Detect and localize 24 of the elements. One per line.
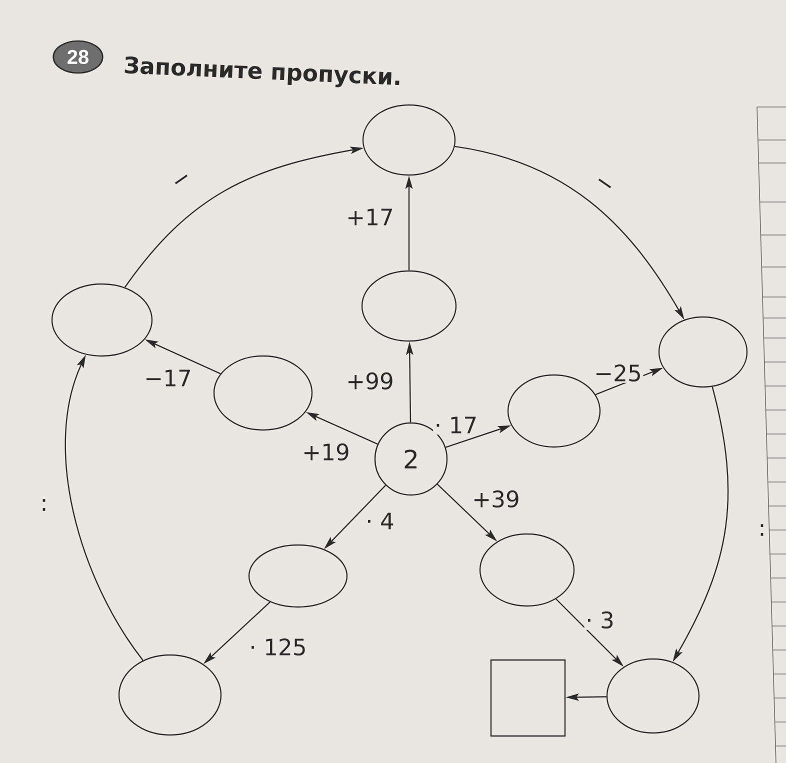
edge-label: · 17 bbox=[433, 415, 479, 435]
edge-label: +99 bbox=[344, 371, 396, 391]
edge-label: +19 bbox=[300, 442, 352, 462]
title: Заполните пропуски. bbox=[124, 56, 400, 88]
blank-ellipse bbox=[479, 533, 575, 607]
blank-ellipse bbox=[606, 658, 700, 734]
edge-label: − bbox=[171, 171, 195, 193]
edge-label: +17 bbox=[344, 207, 396, 227]
edge-label: · 3 bbox=[584, 610, 616, 630]
number-badge: 28 bbox=[52, 40, 104, 74]
edge-label: − bbox=[591, 175, 615, 197]
blank-ellipse bbox=[51, 283, 153, 357]
blank-ellipse bbox=[361, 270, 457, 342]
blank-ellipse bbox=[362, 104, 456, 176]
blank-ellipse bbox=[658, 316, 748, 388]
edge-label: −25 bbox=[592, 363, 644, 383]
blank-ellipse bbox=[118, 654, 222, 736]
blank-ellipse bbox=[213, 355, 313, 431]
edge-label: · 125 bbox=[248, 637, 308, 657]
edge-label: · 4 bbox=[364, 511, 396, 531]
blank-ellipse bbox=[248, 544, 348, 608]
answer-box bbox=[490, 659, 566, 737]
edge-label: −17 bbox=[142, 368, 194, 388]
edge-label: +39 bbox=[470, 489, 522, 509]
